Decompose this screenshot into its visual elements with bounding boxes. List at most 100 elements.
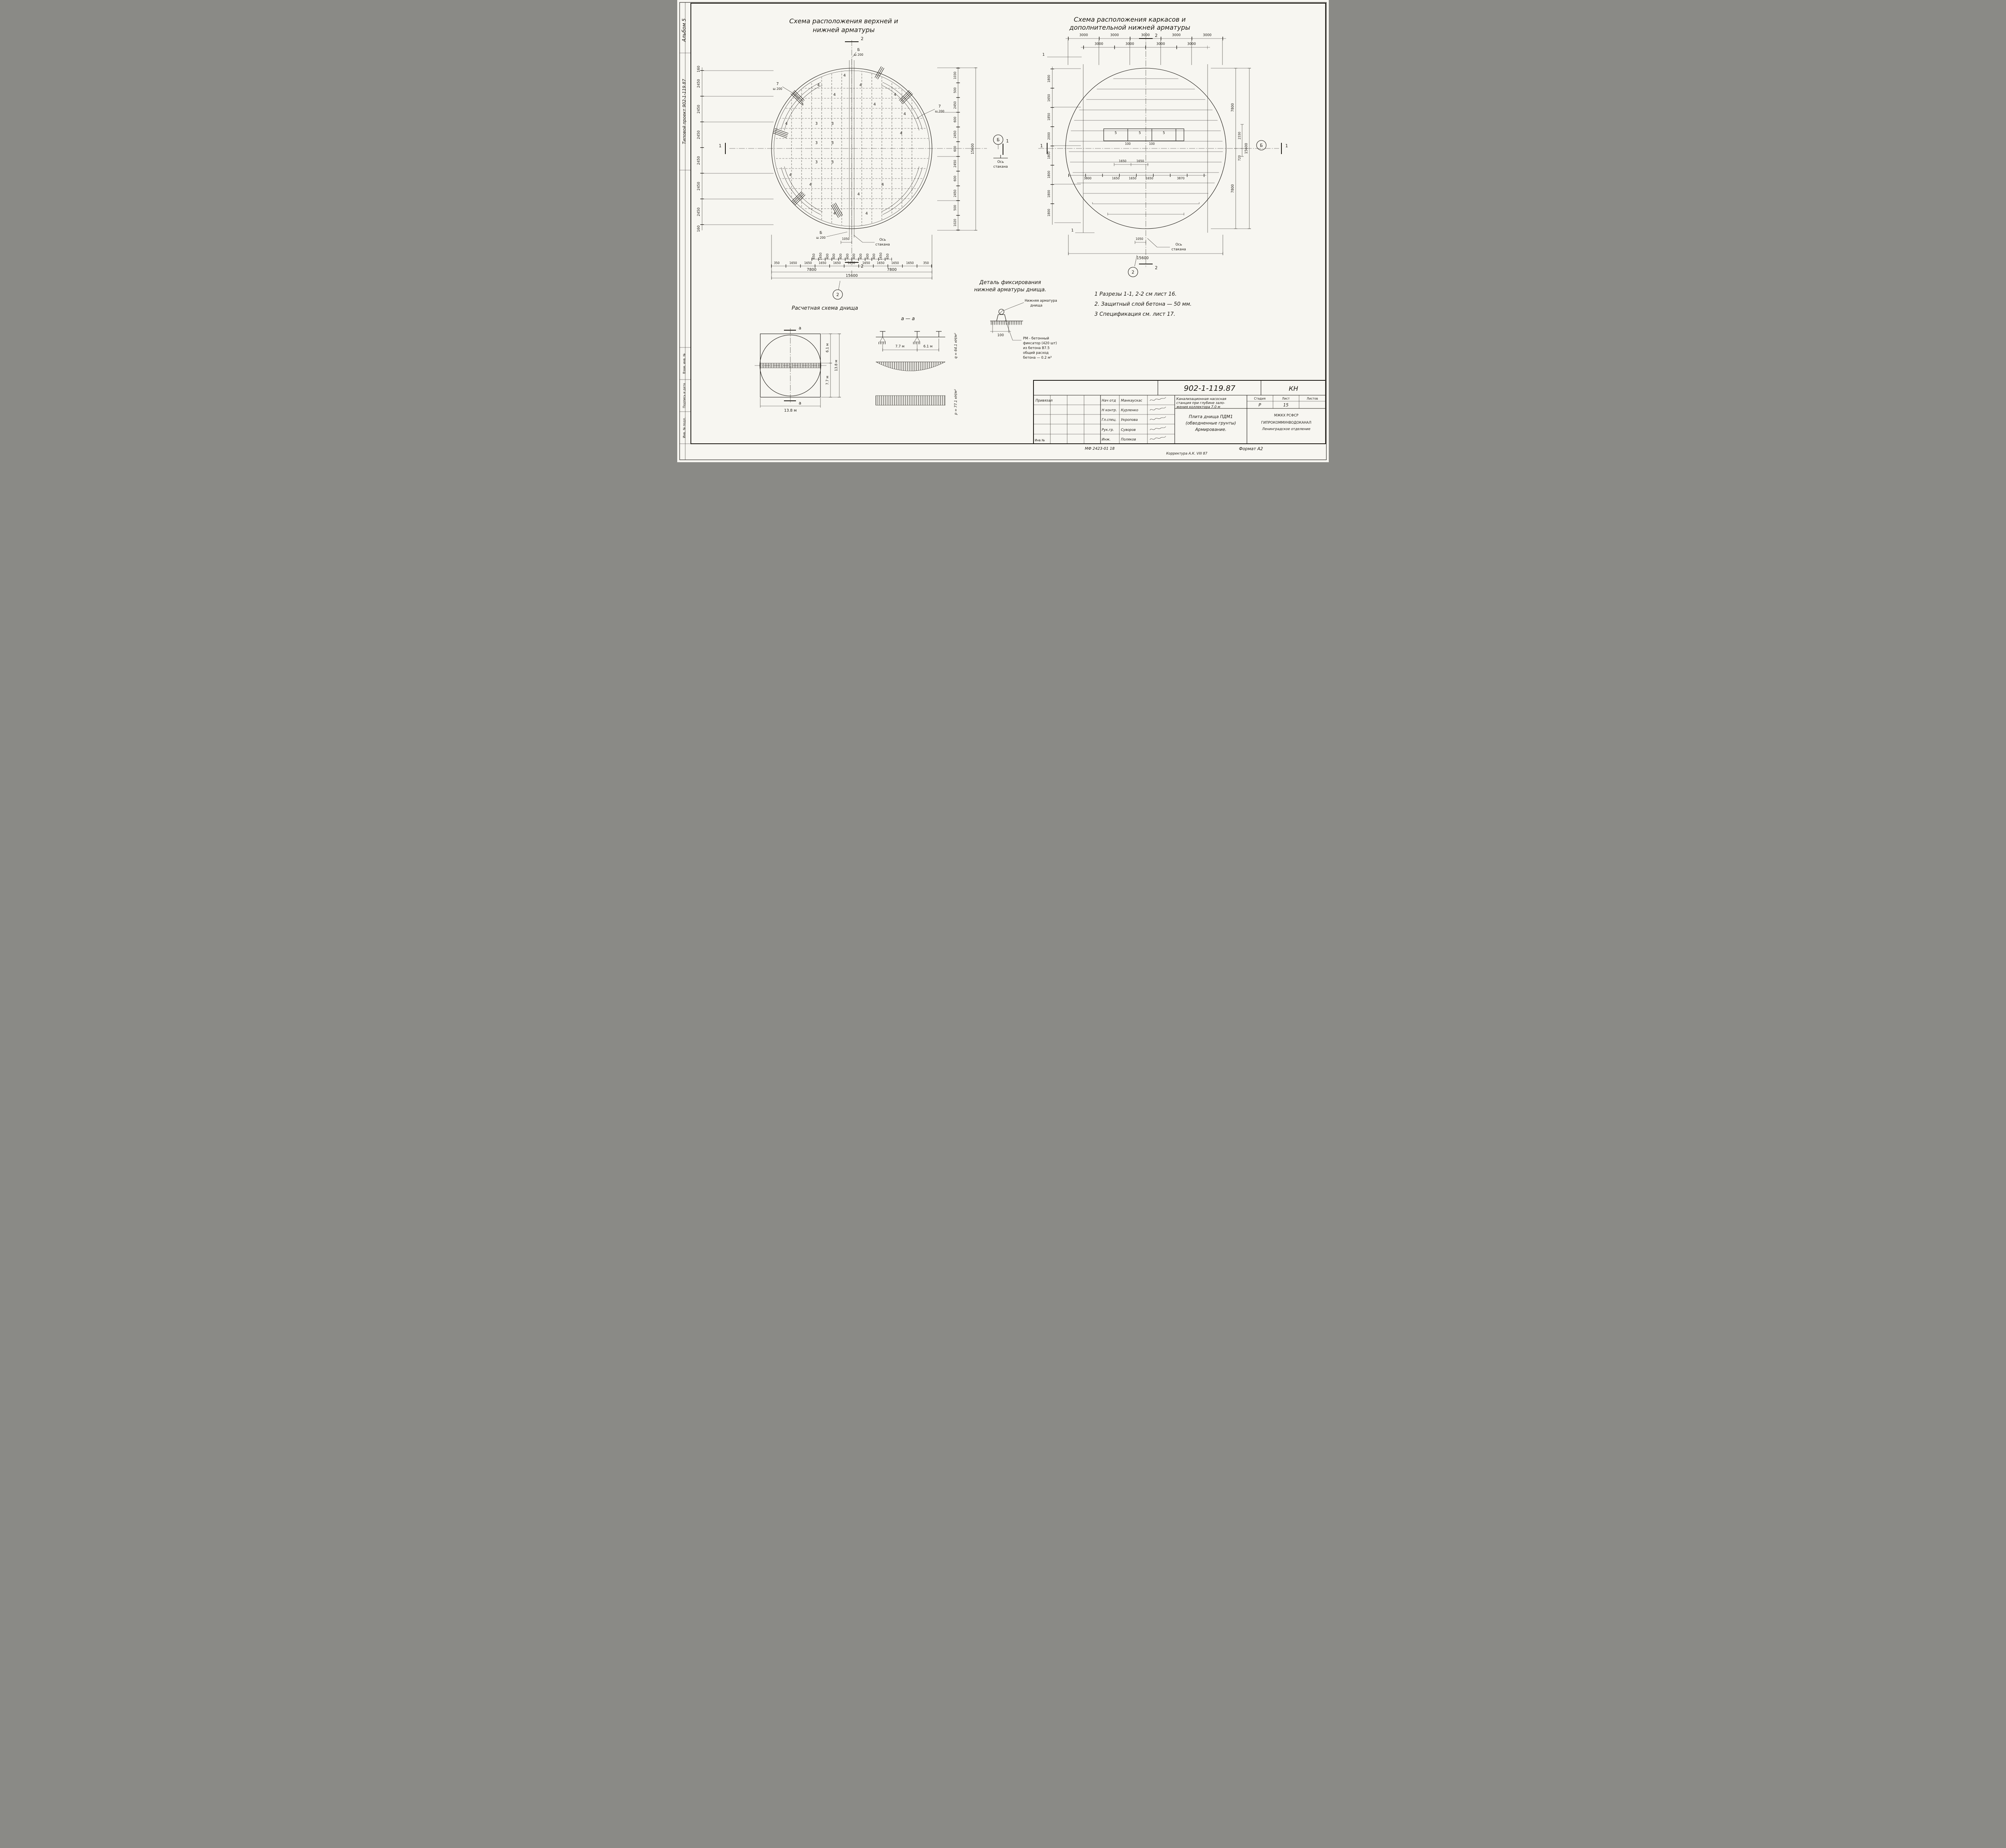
dim: 1650: [804, 261, 812, 265]
dim: 3000: [1172, 33, 1181, 37]
note-3: 3 Спецификация см. лист 17.: [1094, 311, 1175, 317]
dim: 650: [812, 254, 816, 260]
dim: 1650: [877, 261, 884, 265]
dim: 1650: [1129, 177, 1136, 180]
doc-number: 902-1-119.87: [1184, 384, 1236, 393]
dim: 1800: [1047, 151, 1051, 159]
dim: 7800: [887, 268, 897, 272]
diag1-callouts: 7 ш 200 7 ш 200 Б ш 200 Б ш 200: [773, 48, 944, 240]
pos5: 5: [1139, 131, 1141, 135]
dim-13-8-side: 13.8 м: [834, 360, 839, 371]
privyazal-label: Привязал: [1035, 399, 1053, 403]
name-3: Суворов: [1121, 428, 1136, 432]
dim: 2450: [697, 79, 701, 88]
callout-B-bottom: Б: [820, 231, 822, 235]
dim: 1650: [879, 252, 883, 260]
dim-total: 15600: [846, 274, 858, 278]
pos3: 3: [831, 160, 834, 164]
note-1: 1 Разрезы 1-1, 2-2 см лист 16.: [1094, 291, 1177, 297]
dim: 600: [953, 176, 957, 182]
dim: 1650: [862, 261, 870, 265]
dim-1050: 1050: [842, 237, 849, 241]
dim: 500: [953, 205, 957, 211]
dim: 3870: [1177, 177, 1184, 180]
diagram-upper-lower-rebar: Схема расположения верхней и нижней арма…: [697, 17, 1009, 300]
sheet-frame: Альбом 5 Типовой проект 902-1-119.87 Вза…: [679, 2, 1327, 460]
dim: 1650: [891, 261, 899, 265]
dim: 1030: [953, 71, 957, 79]
dim: 1650: [1145, 177, 1153, 180]
dim: 3000: [1187, 42, 1196, 46]
bubble-B: Б: [1260, 143, 1263, 148]
diag1-bottom-dims: 650 1650 400 400 400 400 400 400 400 400…: [771, 235, 932, 280]
dim: 3000: [1141, 33, 1150, 37]
dim: 3000: [1125, 42, 1134, 46]
dim: 400: [846, 254, 849, 260]
bubble-B: Б: [997, 138, 999, 142]
calc-beam: 7.7 м 6.1 м q = 64.1 кН/м²: [876, 331, 958, 359]
callout-7: 7: [938, 104, 941, 109]
diag2-markers: 2 2 1 1 Б 1 1: [1040, 33, 1288, 270]
pos4: 4: [873, 102, 876, 107]
bubble-2: 2: [837, 292, 839, 297]
pos1: 1: [1042, 53, 1045, 57]
strip-cell-podpis: Подпись и дата: [682, 383, 686, 408]
detail-label-top1: Нижняя арматура: [1025, 299, 1057, 303]
dim-total: 15600: [1245, 143, 1249, 154]
drawing-canvas: Альбом 5 Типовой проект 902-1-119.87 Вза…: [679, 2, 1327, 460]
dim: 2450: [953, 189, 957, 197]
diag1-title-line2: нижней арматуры: [813, 26, 875, 34]
section-1-right: 1: [1285, 144, 1288, 148]
dim: 7800: [1231, 184, 1235, 193]
dim: 650: [886, 254, 889, 260]
dim: 3000: [1110, 33, 1119, 37]
pos4: 4: [843, 73, 846, 78]
axis-label: Ось: [997, 160, 1004, 164]
dim: 2450: [697, 182, 701, 191]
dim: 400: [852, 254, 856, 260]
desc-line1: Канализационная насосная: [1176, 397, 1226, 401]
item-line2: (обводненные грунты): [1186, 421, 1236, 426]
detail-dim-100: 100: [997, 333, 1004, 337]
dim: 3800: [1084, 177, 1091, 180]
dim: 2000: [1047, 132, 1051, 140]
strip-cell-inv: Инв. № подл.: [682, 417, 686, 438]
sheet-value: 15: [1283, 403, 1289, 408]
pos4: 4: [785, 122, 788, 126]
dim: 160: [697, 225, 701, 232]
dim-span1: 7.7 м: [895, 345, 905, 349]
dim: 1650: [847, 261, 855, 265]
dim: 2450: [697, 207, 701, 216]
diag1-axis-bubbles: Б Ось стакана 2: [832, 134, 1008, 300]
detail-note5: бетона — 0.2 м³: [1023, 356, 1052, 360]
doc-kn: КН: [1289, 385, 1298, 392]
callout-7: 7: [776, 82, 779, 86]
stage-header: Стадия: [1254, 397, 1266, 400]
pos4: 4: [833, 211, 836, 216]
dim-total: 15600: [971, 143, 975, 154]
dim: 1650: [833, 261, 841, 265]
pos4: 4: [857, 192, 860, 197]
role-2: Гл.спец.: [1102, 418, 1117, 422]
desc-line3: жения коллектора 7.0 м: [1176, 405, 1220, 409]
dim: 1800: [1047, 190, 1051, 197]
calc-moment-diagram: [875, 361, 946, 371]
dim: 1650: [789, 261, 797, 265]
dim: 400: [826, 254, 829, 260]
axis-label: Ось: [1176, 243, 1182, 247]
dim: 1650: [1112, 177, 1119, 180]
dim: 350: [923, 261, 929, 265]
detail-title-line2: нижней арматуры днища.: [974, 287, 1046, 293]
album-label: Альбом 5: [681, 18, 687, 42]
diag2-title-line2: дополнительной нижней арматуры: [1069, 24, 1190, 31]
dim: 160: [697, 66, 701, 72]
dim: 1800: [1047, 171, 1051, 178]
drawing-sheet: Альбом 5 Типовой проект 902-1-119.87 Вза…: [677, 0, 1329, 462]
dim: 350: [774, 261, 780, 265]
pos1: 1: [1071, 228, 1074, 233]
dim: 1650: [818, 261, 826, 265]
detail-title-line1: Деталь фиксирования: [979, 280, 1041, 286]
pos4: 4: [900, 131, 902, 136]
org-line2: ГИПРОКОММУНВОДОКАНАЛ: [1261, 421, 1311, 425]
diag1-title-line1: Схема расположения верхней и: [789, 17, 898, 25]
